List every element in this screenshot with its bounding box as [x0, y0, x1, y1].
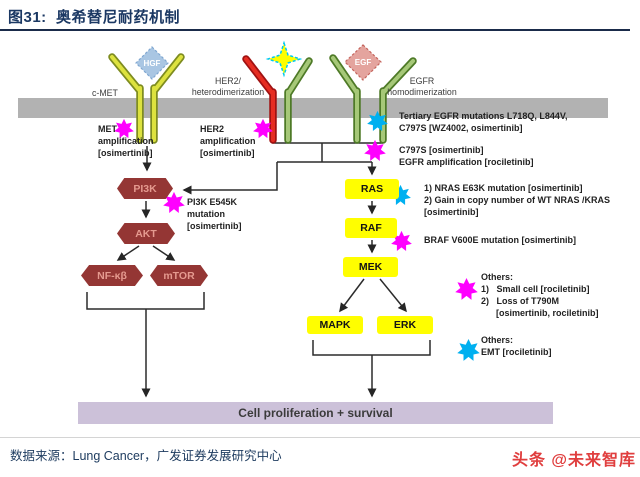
her2-receptor-icon	[242, 55, 313, 144]
cmet-receptor-icon	[108, 53, 185, 144]
cmet-label: c-MET	[92, 88, 118, 98]
others-magenta-star-icon	[455, 277, 478, 300]
note-nras-mutation: 1) NRAS E63K mutation [osimertinib] 2) G…	[424, 183, 611, 217]
footer-divider	[0, 437, 640, 438]
her2-ligand-star-icon	[265, 40, 303, 78]
node-ras: RAS	[345, 179, 399, 199]
toutiao-watermark: 头条 @未来智库	[511, 452, 636, 469]
her2-label: HER2/ heterodimerization	[191, 76, 265, 98]
node-raf: RAF	[345, 218, 397, 238]
hgf-label: HGF	[144, 59, 161, 68]
outcome-bar: Cell proliferation + survival	[78, 402, 553, 424]
node-pi3k: PI3K	[117, 178, 173, 199]
node-mapk: MAPK	[307, 316, 363, 334]
node-mek: MEK	[343, 257, 398, 277]
note-others-small-cell: Others: 1) Small cell [rociletinib] 2) L…	[481, 272, 599, 318]
title-underline	[0, 29, 630, 31]
note-her2-amplification: HER2 amplification [osimertinib]	[200, 124, 256, 158]
note-pi3k-mutation: PI3K E545K mutation [osimertinib]	[187, 197, 242, 231]
pathway-arrows	[86, 139, 431, 398]
egfr-receptor-icon	[329, 54, 417, 144]
node-nfkb: NF-κβ	[81, 265, 143, 286]
egf-ligand-icon: EGF	[344, 44, 382, 81]
cell-membrane	[18, 98, 608, 118]
hgf-ligand-icon: HGF	[135, 46, 169, 80]
egfr-label: EGFR homodimerization	[387, 76, 457, 98]
node-erk: ERK	[377, 316, 433, 334]
figure-title: 图31: 奥希替尼耐药机制	[8, 9, 181, 26]
note-met-amplification: MET amplification [osimertinib]	[98, 124, 154, 158]
data-source-text: 数据来源：Lung Cancer，广发证券发展研究中心	[10, 449, 282, 463]
egf-label: EGF	[355, 58, 372, 67]
node-mtor: mTOR	[150, 265, 208, 286]
node-akt: AKT	[117, 223, 175, 244]
note-c797s-egfr-amplification: C797S [osimertinib] EGFR amplification […	[399, 145, 534, 167]
note-braf-mutation: BRAF V600E mutation [osimertinib]	[424, 235, 577, 245]
note-others-emt: Others: EMT [rociletinib]	[481, 335, 552, 357]
others-cyan-star-icon	[457, 338, 480, 361]
note-tertiary-egfr-mutations: Tertiary EGFR mutations L718Q, L844V, C7…	[399, 111, 568, 133]
